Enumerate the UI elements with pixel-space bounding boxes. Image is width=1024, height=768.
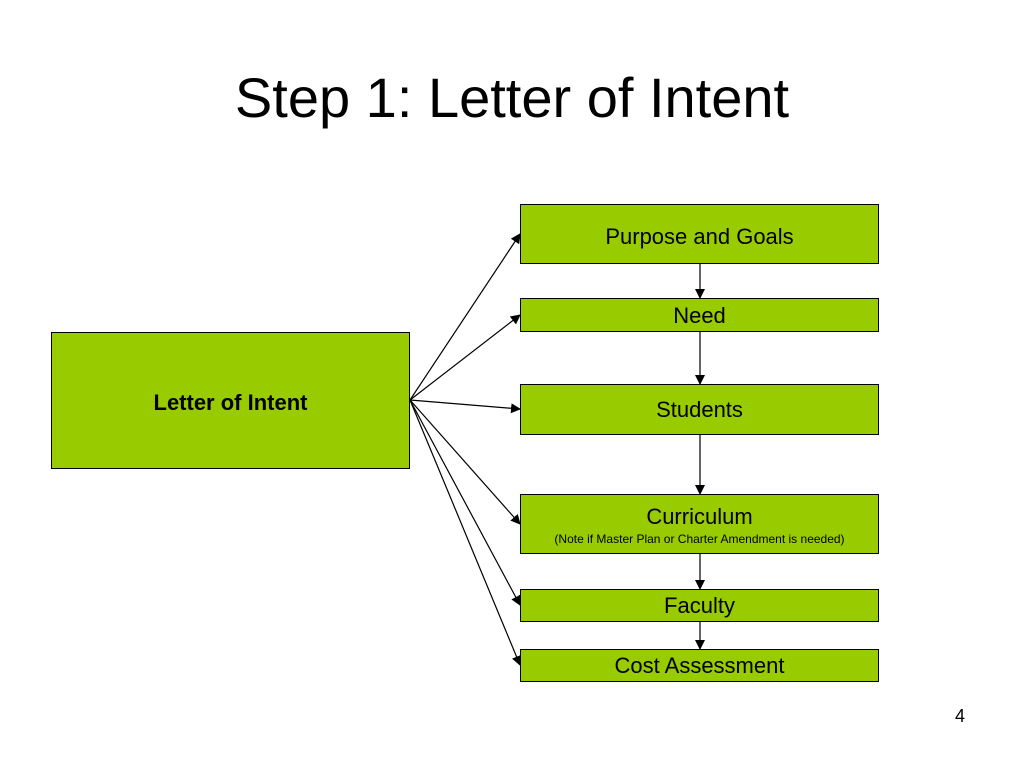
letter-of-intent-label: Letter of Intent	[153, 390, 308, 415]
cost-assessment-box: Cost Assessment	[520, 649, 879, 682]
purpose-and-goals-label: Purpose and Goals	[605, 224, 794, 249]
curriculum-box: Curriculum (Note if Master Plan or Chart…	[520, 494, 879, 554]
arrow-to-cost	[409, 399, 522, 666]
need-box: Need	[520, 298, 879, 332]
need-label: Need	[673, 303, 726, 328]
arrow-to-students	[409, 399, 521, 414]
students-box: Students	[520, 384, 879, 435]
cost-assessment-label: Cost Assessment	[614, 652, 785, 678]
students-label: Students	[656, 397, 743, 422]
curriculum-label: Curriculum	[646, 504, 753, 529]
slide-title: Step 1: Letter of Intent	[234, 66, 790, 129]
arrow-to-curriculum	[409, 399, 521, 525]
arrow-to-need	[409, 314, 521, 401]
purpose-and-goals-box: Purpose and Goals	[520, 204, 879, 264]
page-number: 4	[954, 706, 965, 726]
curriculum-note: (Note if Master Plan or Charter Amendmen…	[554, 532, 845, 546]
letter-of-intent-box: Letter of Intent	[51, 332, 410, 469]
faculty-label: Faculty	[664, 592, 735, 618]
arrow-to-faculty	[409, 399, 521, 606]
arrow-to-purpose	[409, 233, 521, 401]
faculty-box: Faculty	[520, 589, 879, 622]
